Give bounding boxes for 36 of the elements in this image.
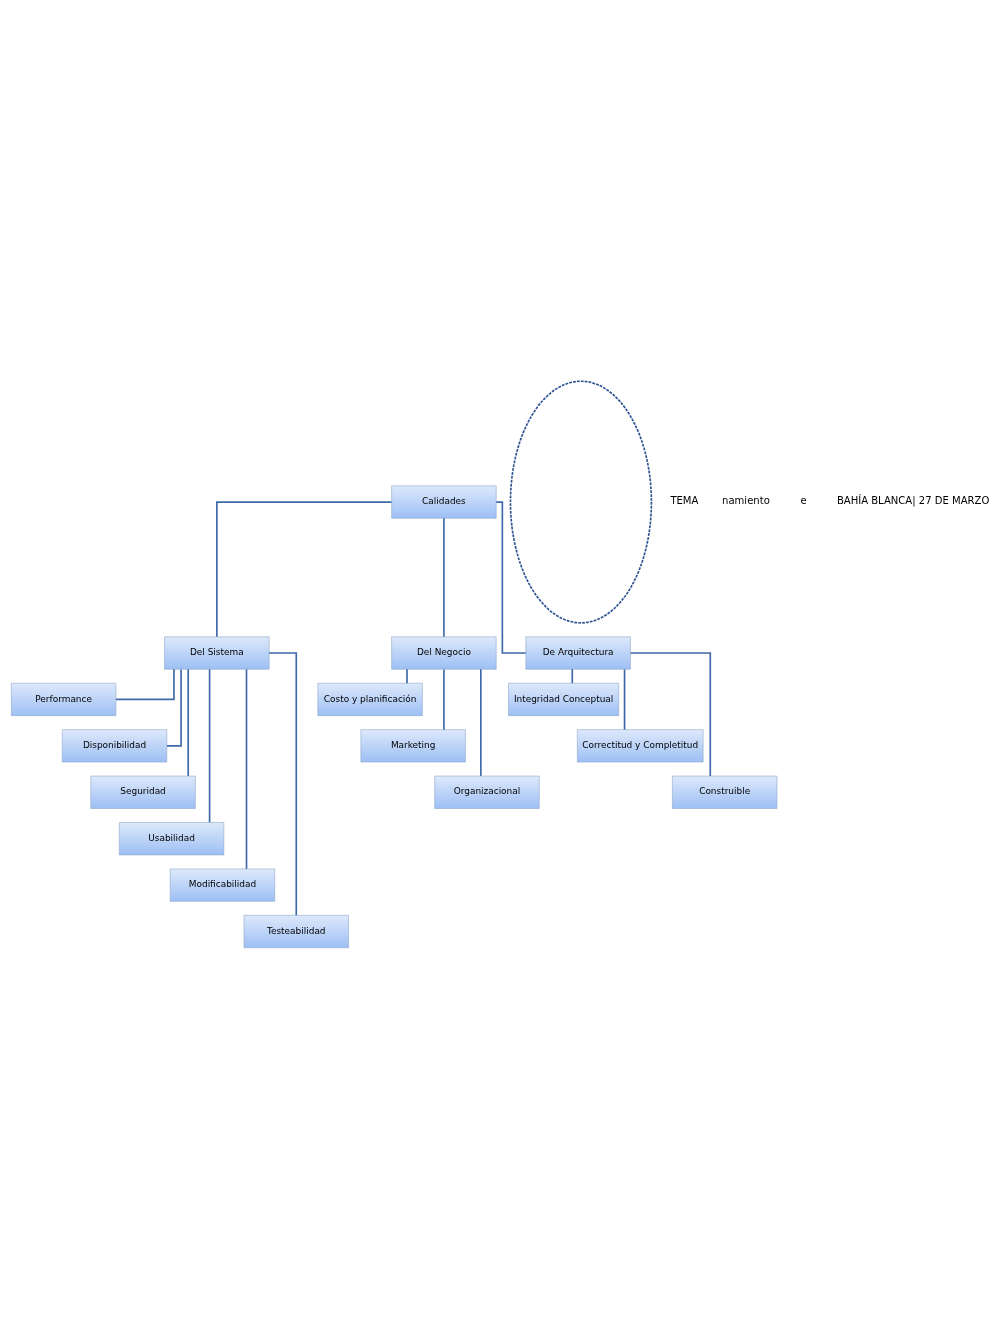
node-box: Usabilidad: [118, 822, 224, 856]
label: e: [799, 495, 807, 507]
connector: [245, 668, 247, 870]
connector: [629, 652, 711, 777]
node-box: Integridad Conceptual: [507, 682, 619, 716]
connector: [165, 668, 182, 747]
node-box: Testeabilidad: [243, 915, 349, 949]
connector: [442, 517, 445, 638]
node-box: Organizacional: [433, 775, 540, 809]
connector: [479, 668, 482, 777]
node-box: Disponibilidad: [61, 729, 167, 763]
connector: [405, 668, 408, 684]
connector: [208, 668, 210, 824]
node-ellipse: [509, 380, 652, 624]
node-box: Del Negocio: [390, 636, 496, 670]
node-box: Costo y planificación: [317, 682, 423, 716]
connector: [186, 668, 189, 777]
connector: [267, 652, 297, 916]
node-box: Marketing: [360, 729, 466, 763]
node-box: Performance: [10, 682, 116, 716]
connector: [495, 501, 527, 654]
node-box: Seguridad: [89, 775, 196, 809]
connector: [570, 668, 573, 684]
node-box: Correctitud y Completitud: [576, 729, 703, 763]
connector: [623, 668, 625, 731]
node-box: Modificabilidad: [169, 868, 275, 902]
node-box: De Arquitectura: [525, 636, 631, 670]
label: namiento: [721, 495, 770, 507]
connector: [114, 668, 175, 701]
node-box: Calidades: [390, 485, 496, 519]
connector: [215, 501, 392, 638]
node-box: Del Sistema: [163, 636, 269, 670]
label: BAHÍA BLANCA| 27 DE MARZO: [836, 495, 989, 507]
label: TEMA: [669, 495, 698, 507]
node-box: Construible: [671, 775, 777, 809]
connector: [442, 668, 445, 731]
